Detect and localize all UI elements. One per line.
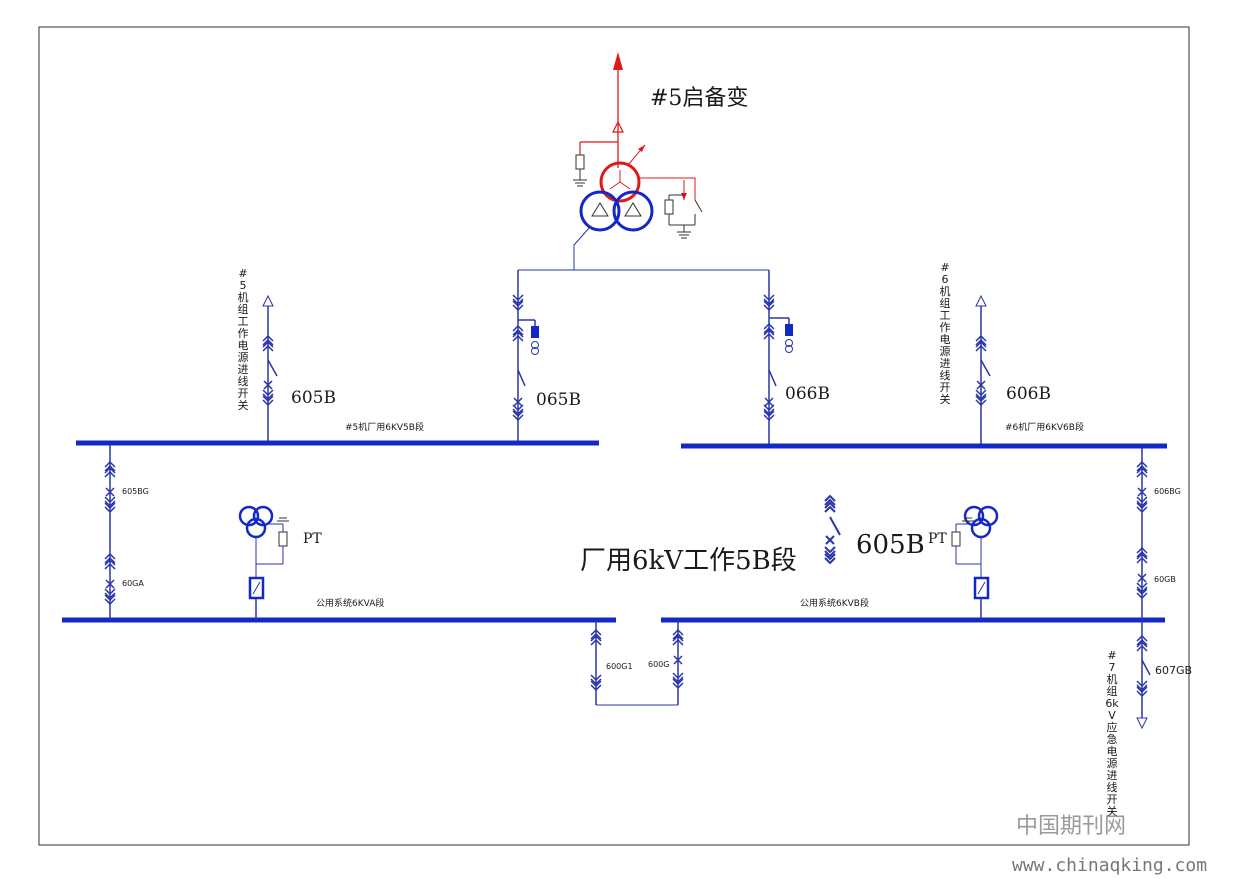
transformer-title: #5启备变 bbox=[650, 86, 749, 111]
breaker-605B-label: 605B bbox=[291, 388, 336, 408]
bus-B-label: 公用系统6KVB段 bbox=[800, 599, 869, 609]
pt-left-label: PT bbox=[303, 531, 322, 547]
feeder-065B bbox=[512, 270, 539, 443]
breaker-605BG-label: 605BG bbox=[122, 487, 149, 496]
pt-left-winding-icon bbox=[238, 505, 260, 527]
legend-605B-label: 605B bbox=[856, 530, 925, 560]
pt-right bbox=[951, 505, 999, 620]
legend-breaker-symbol bbox=[824, 495, 841, 564]
center-label: 厂用6kV工作5B段 bbox=[580, 546, 797, 576]
breaker-607GB-label: 607GB bbox=[1155, 664, 1193, 677]
feeder-607GB bbox=[1136, 620, 1151, 730]
bus-A-label: 公用系统6KVA段 bbox=[316, 599, 385, 609]
unit5-vertical-label: #5机组工作电源进线开关 bbox=[237, 267, 249, 412]
breaker-600G-label: 600G bbox=[648, 660, 670, 669]
breaker-60GB-label: 60GB bbox=[1154, 575, 1176, 584]
lv-winding-2-icon bbox=[612, 190, 654, 232]
breaker-066B-label: 066B bbox=[785, 384, 830, 404]
tie-605BG-60GA bbox=[104, 443, 116, 620]
pt-right-winding-icon bbox=[963, 505, 985, 527]
pt-left bbox=[238, 505, 289, 620]
startup-transformer bbox=[518, 52, 769, 271]
lv-winding-1-icon bbox=[579, 190, 621, 232]
bus-5B-label: #5机厂用6KV5B段 bbox=[345, 423, 424, 433]
bus-tie-600G bbox=[590, 620, 684, 706]
feeder-066B bbox=[763, 270, 793, 446]
incomer-605B bbox=[262, 294, 278, 443]
drawing-frame bbox=[38, 26, 1190, 846]
incomer-606B bbox=[975, 294, 991, 446]
breaker-60GA-label: 60GA bbox=[122, 579, 144, 588]
watermark-url: www.chinaqking.com bbox=[1012, 855, 1208, 876]
tie-606BG-60GB bbox=[1136, 446, 1148, 620]
unit7-vertical-label: #7机组6kV应急电源进线开关 bbox=[1105, 649, 1119, 818]
watermark-cn: 中国期刊网 bbox=[1016, 814, 1127, 839]
unit6-vertical-label: #6机组工作电源进线开关 bbox=[939, 261, 951, 406]
pt-right-label: PT bbox=[928, 531, 947, 547]
breaker-606BG-label: 606BG bbox=[1154, 487, 1181, 496]
breaker-600G1-label: 600G1 bbox=[606, 662, 633, 671]
breaker-606B-label: 606B bbox=[1006, 384, 1051, 404]
bus-6B-label: #6机厂用6KV6B段 bbox=[1005, 423, 1084, 433]
hv-winding-icon bbox=[599, 161, 641, 203]
breaker-065B-label: 065B bbox=[536, 390, 581, 410]
